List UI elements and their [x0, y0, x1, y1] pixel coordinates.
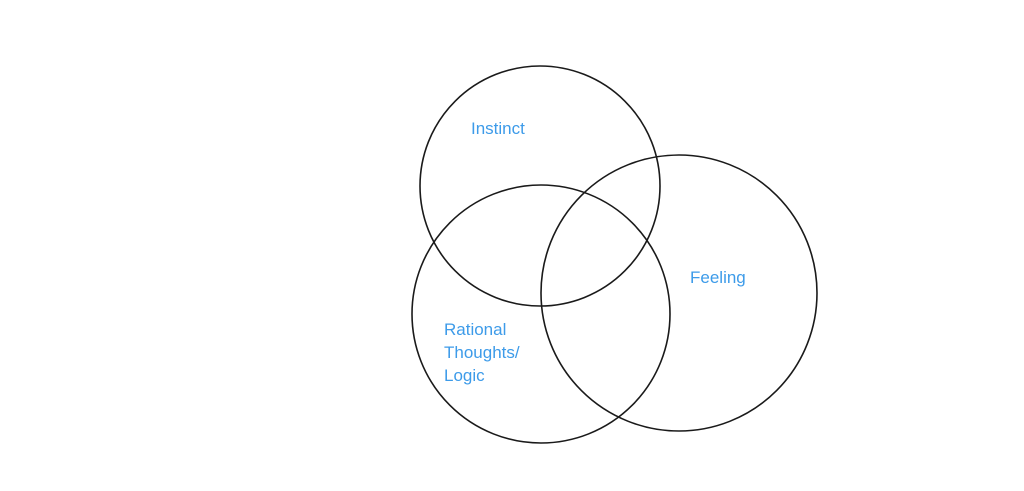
rational-label-line-3: Logic	[444, 366, 485, 385]
rational-circle	[411, 184, 671, 444]
feeling-circle	[540, 154, 818, 432]
feeling-label: Feeling	[690, 268, 746, 287]
instinct-circle	[419, 65, 661, 307]
rational-label-line-1: Rational	[444, 320, 506, 339]
instinct-label: Instinct	[471, 119, 525, 138]
rational-label-line-2: Thoughts/	[444, 343, 520, 362]
